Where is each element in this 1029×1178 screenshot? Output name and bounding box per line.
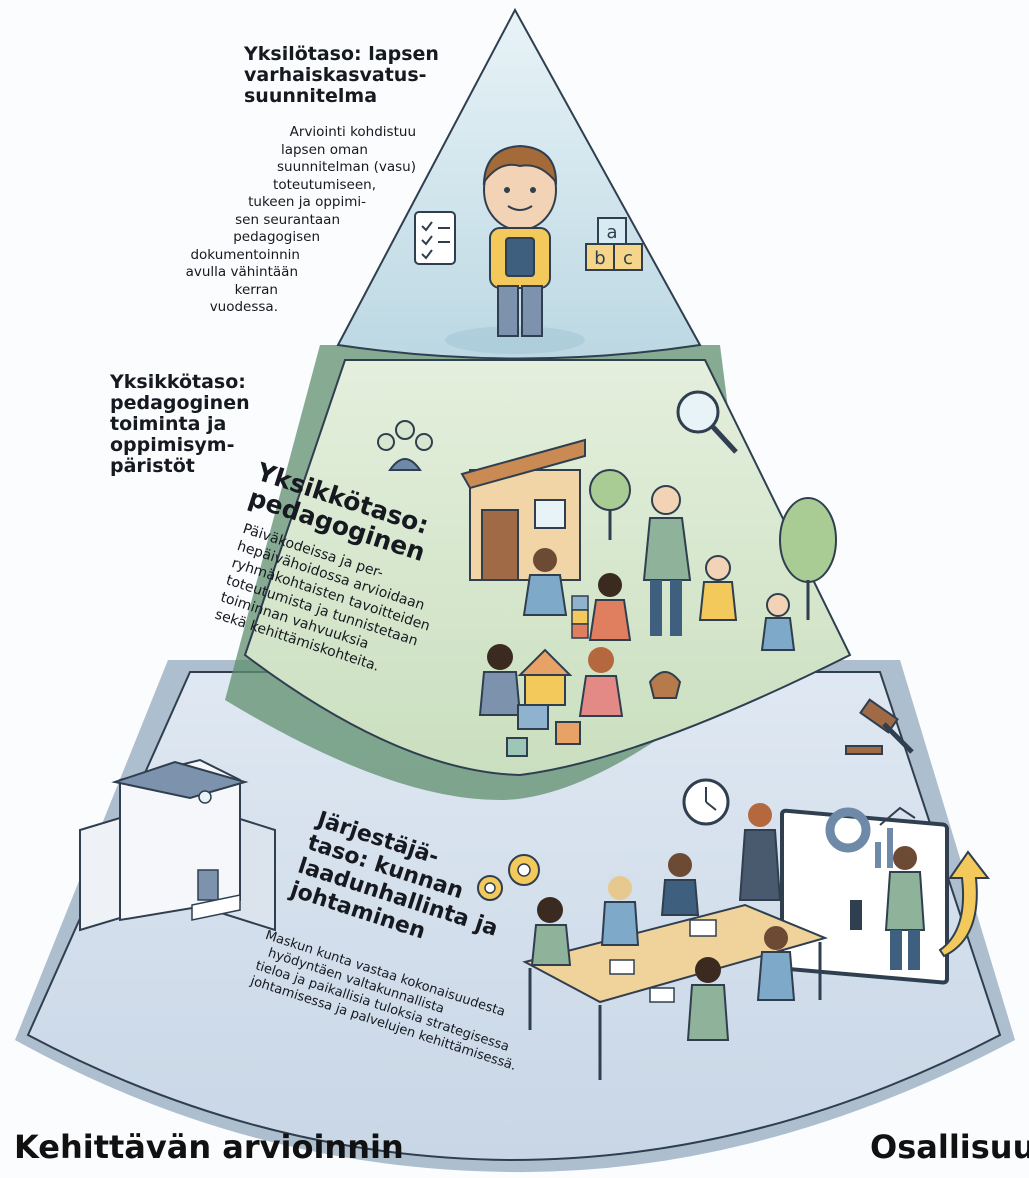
children-playing [478,548,796,717]
checklist-icon [414,211,456,265]
block-letter-b: b [594,248,605,269]
up-arrow-icon [938,850,991,958]
child-illustration [482,144,558,337]
gavel-icon [845,698,914,755]
kindergarten-building [460,438,586,581]
block-letter-a: a [606,222,617,243]
block-letter-c: c [623,248,633,269]
group-icon [377,420,433,471]
trees [589,469,837,620]
footer-left-label: Kehittävän arvioinnin [14,1128,404,1166]
unit-level-side-title: Yksikkötaso: pedagoginen toiminta ja opp… [110,371,250,477]
individual-level-description: Arviointi kohdistuu lapsen oman suunnite… [185,124,416,315]
magnifier-icon [676,390,738,454]
gears-icon [477,854,540,901]
footer-right-label: Osallisuus [870,1128,1029,1166]
toy-blocks [506,595,589,757]
meeting-people [530,803,926,1041]
teacher-figure [642,485,692,636]
town-hall-building [79,758,276,932]
meeting-table [522,903,829,1080]
letter-blocks-icon: a b c [585,217,643,271]
clock-icon [682,778,730,826]
organizer-tier [15,660,1015,1173]
individual-level-title: Yksilötaso: lapsen varhaiskasvatus- suun… [244,43,439,107]
